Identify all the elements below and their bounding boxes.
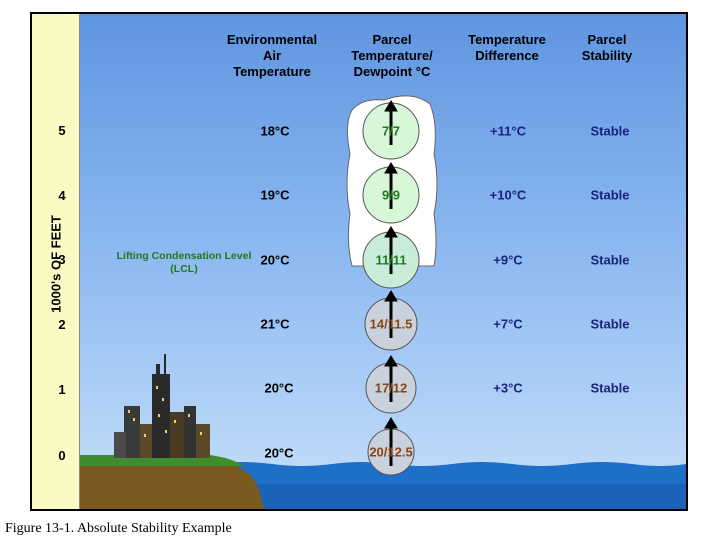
water-shade (212, 484, 686, 509)
temp-difference-3: +9°C (493, 252, 523, 268)
parcel-value-4: 9/9 (381, 187, 401, 203)
city-skyline (114, 354, 210, 458)
ascent-arrows (384, 100, 398, 466)
parcel-value-2: 14/11.5 (369, 316, 413, 332)
axis-tick-1: 1 (58, 382, 66, 397)
env-temp-4: 19°C (260, 187, 290, 203)
parcel-value-5: 7/7 (381, 123, 401, 139)
parcel-value-3: 11/11 (375, 252, 407, 268)
parcel-value-1: 17/12 (374, 380, 408, 396)
stability-2: Stable (590, 316, 630, 332)
ground (80, 458, 264, 509)
env-temp-0: 20°C (264, 445, 294, 461)
temp-difference-5: +11°C (490, 123, 526, 139)
diagram-frame: 1000's OF FEET 5 4 3 2 1 0 (30, 12, 688, 511)
axis-tick-2: 2 (58, 317, 66, 332)
stability-5: Stable (590, 123, 630, 139)
axis-tick-3: 3 (58, 252, 66, 267)
temp-difference-1: +3°C (493, 380, 523, 396)
temp-difference-4: +10°C (489, 187, 527, 203)
stability-3: Stable (590, 252, 630, 268)
env-temp-5: 18°C (260, 123, 290, 139)
parcel-value-0: 20/12.5 (369, 444, 413, 460)
lcl-label: Lifting Condensation Level(LCL) (116, 250, 252, 275)
axis-tick-4: 4 (58, 188, 66, 203)
env-temp-3: 20°C (260, 252, 290, 268)
stability-1: Stable (590, 380, 630, 396)
axis-tick-5: 5 (58, 123, 66, 138)
altitude-axis: 1000's OF FEET 5 4 3 2 1 0 (32, 14, 80, 509)
temp-difference-2: +7°C (493, 316, 523, 332)
scene-graphics (80, 95, 686, 509)
figure-caption: Figure 13-1. Absolute Stability Example (5, 521, 232, 536)
env-temp-1: 20°C (264, 380, 294, 396)
stability-4: Stable (590, 187, 630, 203)
axis-tick-0: 0 (58, 448, 66, 463)
env-temp-2: 21°C (260, 316, 290, 332)
